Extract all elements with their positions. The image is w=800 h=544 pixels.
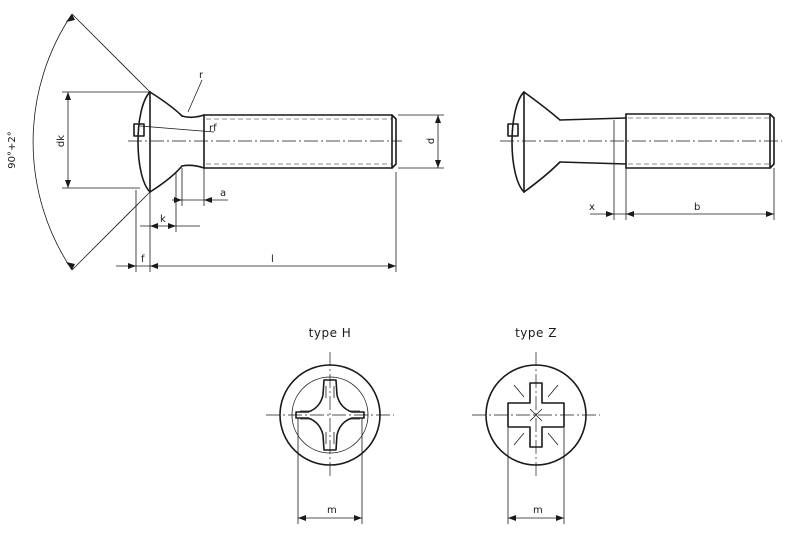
m-z-label: m xyxy=(533,505,543,516)
a-label: a xyxy=(220,188,226,199)
shank-tip xyxy=(391,114,397,169)
head-dome xyxy=(137,91,151,193)
type-h-title: type H xyxy=(309,326,352,340)
head-cone-bottom xyxy=(149,165,183,193)
pozidriv-recess xyxy=(507,382,565,448)
side-view-thread: x b xyxy=(500,91,782,220)
angle-label: 90°+2° xyxy=(7,131,18,168)
l-label: l xyxy=(271,254,274,265)
phillips-recess xyxy=(295,379,365,451)
r-label: r xyxy=(199,70,204,81)
head-slot xyxy=(133,123,145,137)
x-label: x xyxy=(589,202,595,213)
head-cone-top xyxy=(149,91,183,117)
angle-arc xyxy=(32,13,73,271)
type-h-view: type H m xyxy=(266,326,394,524)
dk-label: dk xyxy=(56,135,67,147)
k-label: k xyxy=(160,214,166,225)
rf-label: rf xyxy=(209,123,217,134)
type-z-title: type Z xyxy=(515,326,557,340)
type-z-view: type Z m xyxy=(472,326,600,524)
b-label: b xyxy=(694,202,700,213)
m-h-label: m xyxy=(327,505,337,516)
f-label: f xyxy=(141,254,145,265)
d-label: d xyxy=(426,138,437,144)
side-view-dimensioned: 90°+2° r rf dk d a k xyxy=(7,13,444,272)
